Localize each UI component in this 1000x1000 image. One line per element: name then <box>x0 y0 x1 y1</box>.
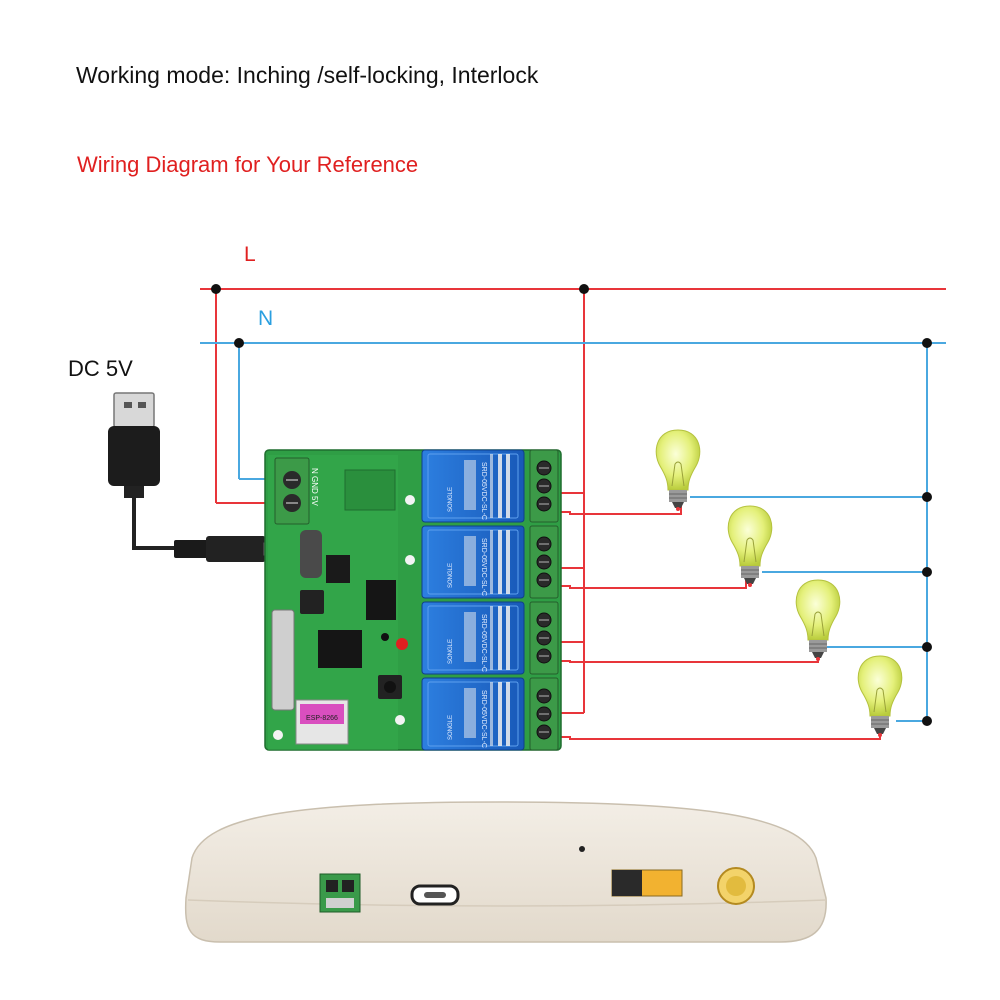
neutral-line-label: N <box>258 307 274 330</box>
board-terminal-label: N GND 5V <box>310 468 319 506</box>
status-led <box>396 638 408 650</box>
relay-brand-text: SONGLE <box>448 639 454 664</box>
relay-board: N GND 5V ESP-8266 <box>264 449 562 751</box>
usb-cable <box>108 392 287 562</box>
relay-3: SRD-05VDC-SL-C SONGLE <box>421 601 525 675</box>
bulb-icon <box>795 579 841 662</box>
wiring-diagram-title: Wiring Diagram for Your Reference <box>77 152 419 177</box>
power-terminal-block <box>274 457 310 525</box>
device-enclosure <box>184 801 827 943</box>
relays: SRD-05VDC-SL-C SONGLE SRD-05VDC-SL-C SON… <box>421 449 525 751</box>
terminal-1 <box>529 449 559 523</box>
relay-model-text: SRD-05VDC-SL-C <box>480 614 487 672</box>
live-line-label: L <box>244 243 256 266</box>
usb-a-metal-plug <box>113 392 155 428</box>
relay-4: SRD-05VDC-SL-C SONGLE <box>421 677 525 751</box>
neutral-wiring <box>200 342 946 722</box>
micro-usb-plug <box>174 540 208 558</box>
bulb-icon <box>727 505 773 588</box>
relay-model-text: SRD-05VDC-SL-C <box>480 462 487 520</box>
working-mode-text: Working mode: Inching /self-locking, Int… <box>76 62 539 88</box>
terminal-3 <box>529 601 559 675</box>
relay-brand-text: SONGLE <box>448 563 454 588</box>
usb-a-housing <box>108 426 160 486</box>
pcb-antenna-coil <box>300 530 322 578</box>
power-supply-label: DC 5V <box>68 356 133 381</box>
bulb-icon <box>655 429 701 512</box>
relay-brand-text: SONGLE <box>448 715 454 740</box>
esp-module-label: ESP-8266 <box>306 715 338 722</box>
light-bulbs <box>655 429 903 738</box>
relay-model-text: SRD-05VDC-SL-C <box>480 538 487 596</box>
relay-2: SRD-05VDC-SL-C SONGLE <box>421 525 525 599</box>
terminal-4 <box>529 677 559 751</box>
terminal-2 <box>529 525 559 599</box>
relay-brand-text: SONGLE <box>448 487 454 512</box>
relay-model-text: SRD-05VDC-SL-C <box>480 690 487 748</box>
bulb-icon <box>857 655 903 738</box>
relay-1: SRD-05VDC-SL-C SONGLE <box>421 449 525 523</box>
case-led-hole <box>579 846 585 852</box>
